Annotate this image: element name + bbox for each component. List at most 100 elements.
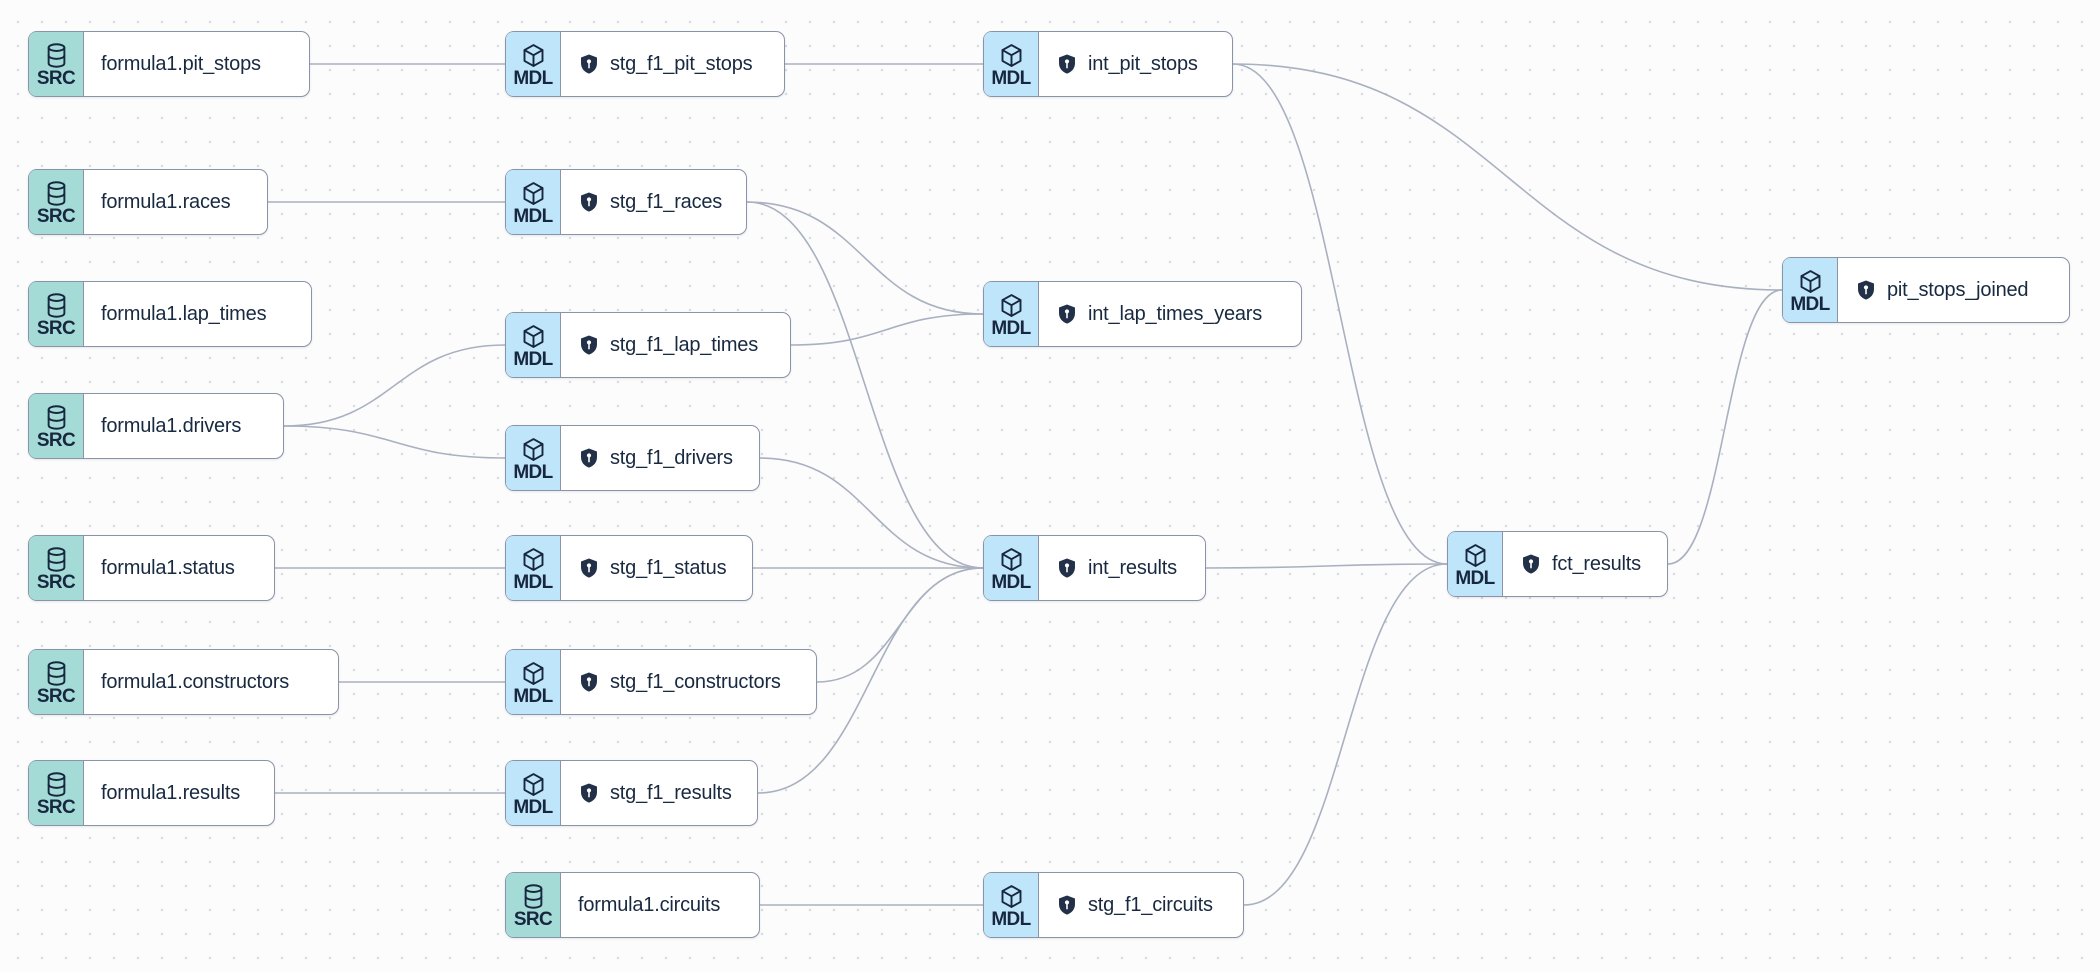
node-type-badge: MDL [984, 32, 1039, 96]
node-type-label: SRC [36, 572, 76, 593]
node-type-badge: MDL [506, 536, 561, 600]
node-type-badge: MDL [506, 650, 561, 714]
node-body: formula1.circuits [561, 873, 759, 937]
node-int_pit_stops[interactable]: MDL int_pit_stops [983, 31, 1233, 97]
node-pit_stops_joined[interactable]: MDL pit_stops_joined [1782, 257, 2070, 323]
cube-icon [520, 42, 547, 69]
node-type-label: SRC [36, 68, 76, 89]
shield-lock-icon [578, 782, 600, 804]
node-type-label: MDL [1455, 568, 1495, 589]
node-label: formula1.constructors [101, 670, 290, 693]
node-type-label: MDL [513, 462, 553, 483]
shield-lock-icon [578, 557, 600, 579]
node-stg_f1_drivers[interactable]: MDL stg_f1_drivers [505, 425, 760, 491]
node-formula1.races[interactable]: SRC formula1.races [28, 169, 268, 235]
cube-icon [998, 42, 1025, 69]
node-body: stg_f1_pit_stops [561, 32, 784, 96]
node-body: stg_f1_constructors [561, 650, 816, 714]
node-label: stg_f1_pit_stops [610, 52, 753, 75]
node-type-label: MDL [513, 572, 553, 593]
node-formula1.lap_times[interactable]: SRC formula1.lap_times [28, 281, 312, 347]
node-body: formula1.results [84, 761, 274, 825]
node-formula1.results[interactable]: SRC formula1.results [28, 760, 275, 826]
node-label: stg_f1_constructors [610, 670, 781, 693]
node-type-label: MDL [513, 686, 553, 707]
node-stg_f1_lap_times[interactable]: MDL stg_f1_lap_times [505, 312, 791, 378]
cube-icon [520, 323, 547, 350]
database-icon [43, 42, 70, 69]
node-label: formula1.pit_stops [101, 52, 261, 75]
node-type-badge: SRC [29, 394, 84, 458]
node-body: int_results [1039, 536, 1205, 600]
node-type-badge: SRC [29, 536, 84, 600]
node-int_lap_times_years[interactable]: MDL int_lap_times_years [983, 281, 1302, 347]
shield-lock-icon [1056, 894, 1078, 916]
node-type-label: SRC [513, 909, 553, 930]
shield-lock-icon [578, 447, 600, 469]
node-type-badge: MDL [506, 313, 561, 377]
edge-stg_f1_circuits-to-fct_results [1243, 563, 1448, 906]
node-label: stg_f1_status [610, 556, 727, 579]
shield-lock-icon [578, 671, 600, 693]
node-body: formula1.pit_stops [84, 32, 309, 96]
node-type-badge: SRC [29, 650, 84, 714]
node-type-label: MDL [991, 318, 1031, 339]
node-type-badge: MDL [506, 761, 561, 825]
node-formula1.status[interactable]: SRC formula1.status [28, 535, 275, 601]
node-body: formula1.drivers [84, 394, 283, 458]
shield-lock-icon [578, 53, 600, 75]
edge-stg_f1_drivers-to-int_results [759, 457, 984, 569]
database-icon [43, 660, 70, 687]
database-icon [520, 883, 547, 910]
edge-int_results-to-fct_results [1205, 563, 1448, 569]
node-type-badge: MDL [506, 426, 561, 490]
node-type-label: MDL [513, 797, 553, 818]
node-formula1.circuits[interactable]: SRC formula1.circuits [505, 872, 760, 938]
cube-icon [998, 883, 1025, 910]
cube-icon [520, 771, 547, 798]
node-label: int_lap_times_years [1088, 302, 1263, 325]
node-type-label: MDL [513, 68, 553, 89]
node-formula1.pit_stops[interactable]: SRC formula1.pit_stops [28, 31, 310, 97]
database-icon [43, 292, 70, 319]
cube-icon [520, 660, 547, 687]
cube-icon [998, 292, 1025, 319]
node-fct_results[interactable]: MDL fct_results [1447, 531, 1668, 597]
node-type-label: SRC [36, 797, 76, 818]
node-label: formula1.races [101, 190, 231, 213]
cube-icon [520, 436, 547, 463]
node-body: pit_stops_joined [1838, 258, 2069, 322]
node-label: formula1.drivers [101, 414, 242, 437]
node-stg_f1_results[interactable]: MDL stg_f1_results [505, 760, 758, 826]
node-formula1.drivers[interactable]: SRC formula1.drivers [28, 393, 284, 459]
node-label: stg_f1_lap_times [610, 333, 759, 356]
node-label: formula1.status [101, 556, 235, 579]
node-body: stg_f1_races [561, 170, 746, 234]
cube-icon [1462, 542, 1489, 569]
shield-lock-icon [1056, 557, 1078, 579]
node-label: formula1.circuits [578, 893, 721, 916]
edge-stg_f1_races-to-int_lap_times_years [746, 201, 984, 315]
node-body: stg_f1_drivers [561, 426, 759, 490]
node-stg_f1_pit_stops[interactable]: MDL stg_f1_pit_stops [505, 31, 785, 97]
node-stg_f1_races[interactable]: MDL stg_f1_races [505, 169, 747, 235]
node-type-badge: MDL [984, 282, 1039, 346]
node-formula1.constructors[interactable]: SRC formula1.constructors [28, 649, 339, 715]
node-type-label: SRC [36, 430, 76, 451]
node-stg_f1_constructors[interactable]: MDL stg_f1_constructors [505, 649, 817, 715]
database-icon [43, 180, 70, 207]
database-icon [43, 546, 70, 573]
shield-lock-icon [1056, 303, 1078, 325]
node-type-badge: MDL [1448, 532, 1503, 596]
node-int_results[interactable]: MDL int_results [983, 535, 1206, 601]
node-stg_f1_status[interactable]: MDL stg_f1_status [505, 535, 753, 601]
node-label: int_results [1088, 556, 1177, 579]
node-type-label: MDL [991, 68, 1031, 89]
edge-formula1.drivers-to-stg_f1_lap_times [283, 344, 506, 427]
database-icon [43, 404, 70, 431]
node-stg_f1_circuits[interactable]: MDL stg_f1_circuits [983, 872, 1244, 938]
shield-lock-icon [1855, 279, 1877, 301]
database-icon [43, 771, 70, 798]
